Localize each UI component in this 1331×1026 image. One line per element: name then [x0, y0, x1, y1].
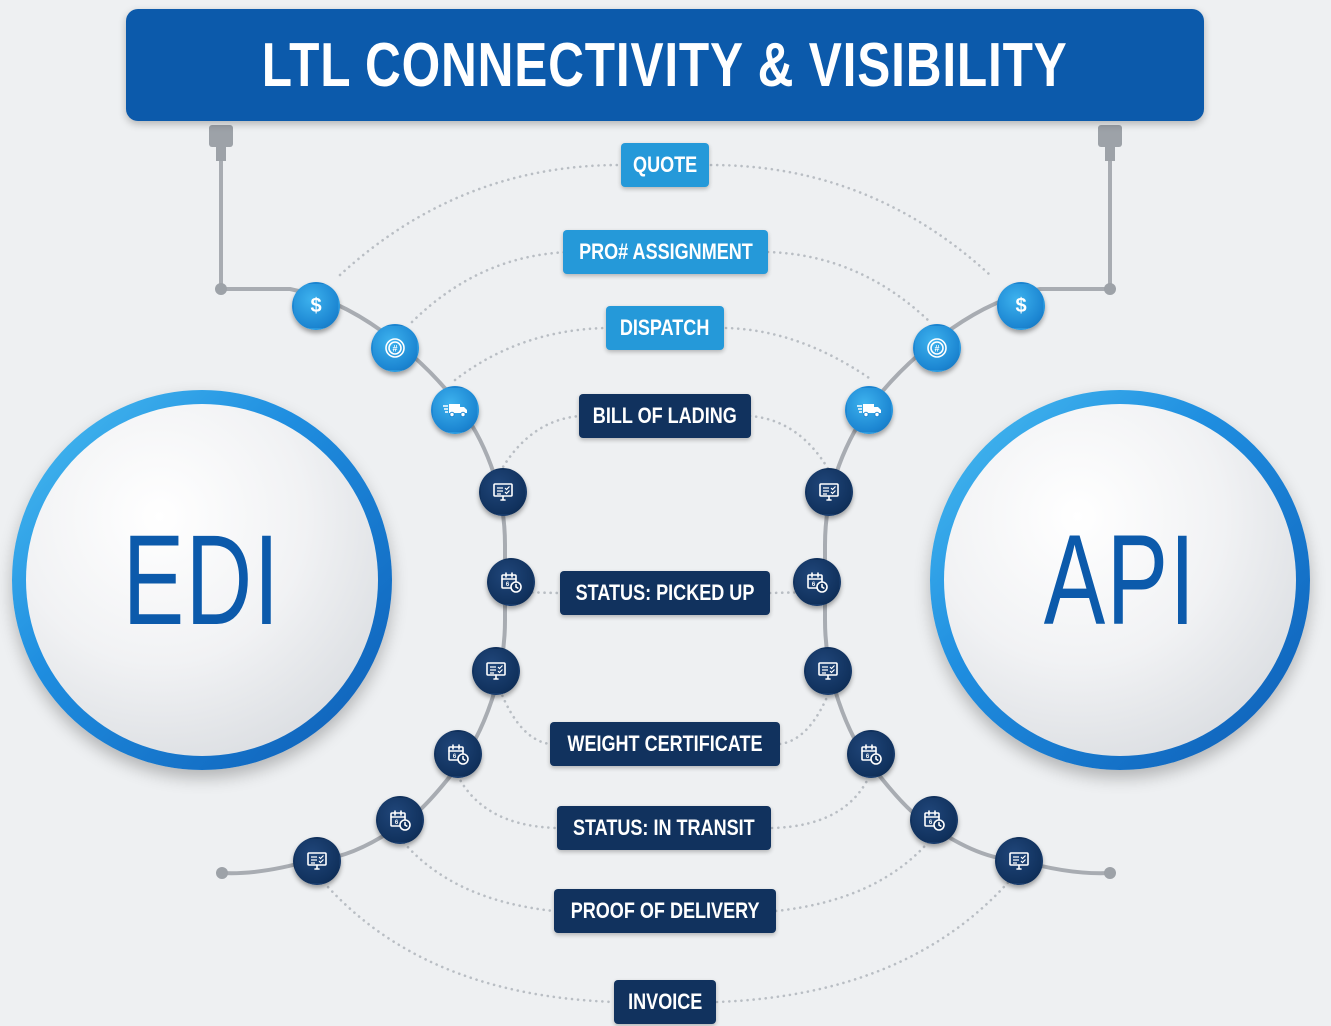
dollar-icon: $ — [310, 294, 322, 317]
label-weight-certificate: WEIGHT CERTIFICATE — [550, 722, 780, 766]
label-text: QUOTE — [632, 152, 698, 177]
monitor-checklist-icon — [484, 660, 508, 682]
edi-circle: EDI — [12, 390, 392, 770]
monitor-checklist-icon — [305, 850, 329, 872]
label-text: BILL OF LADING — [593, 403, 737, 428]
api-node-dollar-icon: $ — [997, 282, 1045, 330]
label-dispatch: DISPATCH — [606, 306, 724, 350]
svg-text:6: 6 — [395, 820, 399, 826]
edi-node-monitor-checklist-icon — [472, 647, 520, 695]
svg-text:6: 6 — [929, 820, 933, 826]
api-node-fingerprint-hash-icon: # — [913, 324, 961, 372]
label-text: INVOICE — [627, 989, 703, 1014]
edi-node-monitor-checklist-icon — [293, 837, 341, 885]
svg-text:#: # — [392, 344, 397, 354]
api-node-calendar-clock-icon: 6 — [910, 796, 958, 844]
dollar-icon: $ — [1015, 294, 1027, 317]
calendar-clock-icon: 6 — [805, 570, 829, 594]
label-invoice: INVOICE — [614, 980, 716, 1024]
label-status-in-transit: STATUS: IN TRANSIT — [557, 806, 771, 850]
calendar-clock-icon: 6 — [922, 808, 946, 832]
edi-node-monitor-checklist-icon — [479, 468, 527, 516]
fingerprint-hash-icon: # — [383, 336, 407, 360]
edi-node-dollar-icon: $ — [292, 282, 340, 330]
calendar-clock-icon: 6 — [499, 570, 523, 594]
api-node-delivery-truck-icon — [845, 386, 893, 434]
label-pro-assignment: PRO# ASSIGNMENT — [563, 230, 768, 274]
monitor-checklist-icon — [817, 481, 841, 503]
api-circle: API — [930, 390, 1310, 770]
svg-text:6: 6 — [866, 754, 870, 760]
title-banner: LTL CONNECTIVITY & VISIBILITY — [126, 9, 1204, 121]
label-status-picked-up: STATUS: PICKED UP — [560, 571, 770, 615]
edi-node-calendar-clock-icon: 6 — [487, 558, 535, 606]
edi-node-fingerprint-hash-icon: # — [371, 324, 419, 372]
api-label: API — [1043, 508, 1197, 652]
label-bill-of-lading: BILL OF LADING — [579, 394, 751, 438]
monitor-checklist-icon — [816, 660, 840, 682]
api-node-calendar-clock-icon: 6 — [793, 558, 841, 606]
page-title: LTL CONNECTIVITY & VISIBILITY — [262, 30, 1068, 100]
label-proof-of-delivery: PROOF OF DELIVERY — [554, 889, 776, 933]
label-text: WEIGHT CERTIFICATE — [567, 731, 763, 756]
calendar-clock-icon: 6 — [446, 742, 470, 766]
label-text: PRO# ASSIGNMENT — [578, 239, 753, 264]
edi-node-delivery-truck-icon — [431, 386, 479, 434]
svg-text:6: 6 — [812, 582, 816, 588]
label-text: STATUS: PICKED UP — [575, 580, 755, 605]
delivery-truck-icon — [856, 399, 882, 421]
fingerprint-hash-icon: # — [925, 336, 949, 360]
calendar-clock-icon: 6 — [859, 742, 883, 766]
monitor-checklist-icon — [1007, 850, 1031, 872]
svg-text:6: 6 — [453, 754, 457, 760]
api-node-calendar-clock-icon: 6 — [847, 730, 895, 778]
label-text: STATUS: IN TRANSIT — [573, 815, 755, 840]
label-quote: QUOTE — [621, 143, 709, 187]
svg-text:#: # — [934, 344, 939, 354]
monitor-checklist-icon — [491, 481, 515, 503]
calendar-clock-icon: 6 — [388, 808, 412, 832]
label-text: DISPATCH — [620, 315, 710, 340]
svg-text:6: 6 — [506, 582, 510, 588]
edi-node-calendar-clock-icon: 6 — [434, 730, 482, 778]
api-node-monitor-checklist-icon — [995, 837, 1043, 885]
api-node-monitor-checklist-icon — [804, 647, 852, 695]
edi-node-calendar-clock-icon: 6 — [376, 796, 424, 844]
edi-label: EDI — [123, 508, 281, 652]
label-text: PROOF OF DELIVERY — [570, 898, 760, 923]
api-node-monitor-checklist-icon — [805, 468, 853, 516]
delivery-truck-icon — [442, 399, 468, 421]
